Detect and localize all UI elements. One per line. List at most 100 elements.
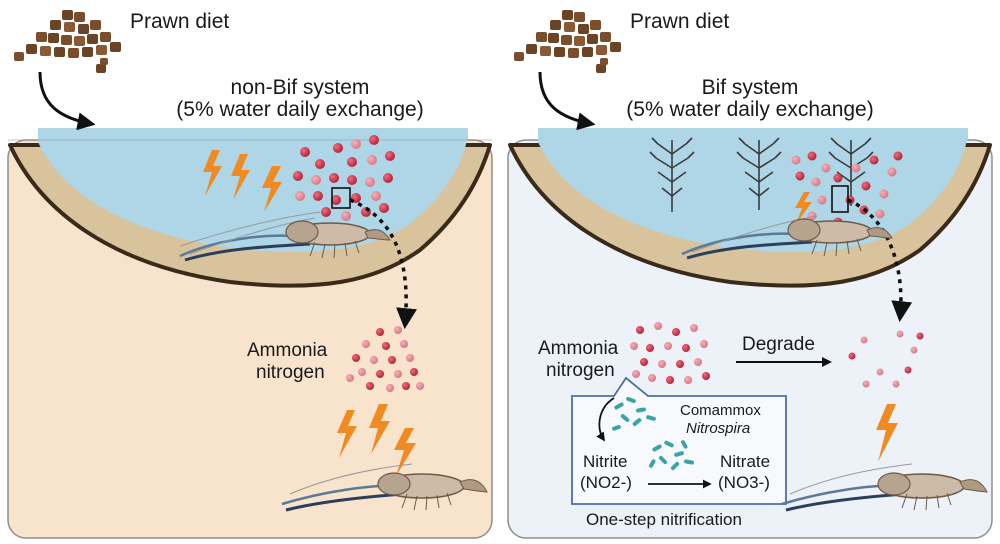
nitrification-box: [571, 376, 787, 505]
left-pond-shrimp: [179, 211, 391, 262]
ammonia-dot: [848, 352, 856, 360]
right-ammonia-label-line1: Ammonia: [538, 338, 619, 359]
ammonia-dot: [862, 380, 870, 388]
ammonia-dot: [370, 356, 378, 364]
ammonia-dot: [371, 191, 381, 201]
ammonia-dot: [300, 147, 310, 157]
ammonia-dot: [807, 211, 817, 221]
ammonia-dot: [896, 330, 904, 338]
left-pond-ammonia-dots: [293, 135, 395, 221]
right-ammonia-cluster: [630, 322, 710, 384]
ammonia-dot: [402, 382, 410, 390]
left-lower-shrimp: [281, 463, 488, 512]
ammonia-dot: [331, 195, 341, 205]
ammonia-dot: [869, 155, 879, 165]
ammonia-dot: [365, 177, 375, 187]
ammonia-dot: [382, 342, 390, 350]
right-ammonia-label-line2: nitrogen: [546, 360, 615, 381]
bacteria-label-line1: Comammox: [680, 402, 761, 419]
right-magnifier-box: [831, 185, 849, 213]
ammonia-dot: [791, 155, 801, 165]
left-pond-water: [38, 135, 468, 252]
ammonia-dot: [351, 139, 361, 149]
ammonia-dot: [676, 360, 684, 368]
ammonia-dot: [358, 368, 366, 376]
ammonia-dot: [690, 324, 698, 332]
right-pond-ammonia-dots: [791, 151, 903, 227]
ammonia-dot: [807, 151, 817, 161]
ammonia-dot: [833, 173, 843, 183]
ammonia-dot: [410, 368, 418, 376]
ammonia-dot: [860, 336, 868, 344]
ammonia-dot: [321, 207, 331, 217]
right-feed-label: Prawn diet: [630, 10, 730, 33]
left-lower-lightning: [337, 404, 416, 476]
left-system-subtitle: (5% water daily exchange): [176, 98, 424, 121]
left-ammonia-label-line1: Ammonia: [247, 340, 328, 361]
ammonia-dot: [904, 366, 912, 374]
ammonia-dot: [682, 344, 690, 352]
ammonia-dot: [648, 374, 656, 382]
ammonia-dot: [646, 344, 654, 352]
left-feed-label: Prawn diet: [130, 10, 230, 33]
left-feed-arrow: [38, 71, 96, 131]
ammonia-dot: [700, 340, 708, 348]
ammonia-dot: [658, 360, 666, 368]
ammonia-dot: [666, 376, 674, 384]
ammonia-dot: [821, 163, 831, 173]
right-pond-shrimp: [681, 215, 893, 260]
ammonia-dot: [341, 211, 351, 221]
ammonia-dot: [636, 326, 644, 334]
ammonia-dot: [684, 376, 692, 384]
ammonia-dot: [875, 209, 885, 219]
ammonia-dot: [400, 340, 408, 348]
right-pond-water: [538, 135, 968, 252]
degrade-label: Degrade: [742, 334, 815, 355]
ammonia-dot: [664, 342, 672, 350]
ammonia-dot: [887, 167, 897, 177]
right-biofilm-strands: [649, 137, 874, 212]
ammonia-dot: [329, 173, 339, 183]
ammonia-dot: [376, 370, 384, 378]
ammonia-dot: [369, 135, 379, 145]
ammonia-dot: [654, 322, 662, 330]
ammonia-dot: [383, 173, 393, 183]
ammonia-dot: [406, 354, 414, 362]
ammonia-dot: [879, 189, 889, 199]
ammonia-dot: [861, 181, 871, 191]
nitrate-label: Nitrate: [720, 452, 771, 471]
ammonia-dot: [366, 382, 374, 390]
ammonia-dot: [347, 157, 357, 167]
right-panel: [507, 10, 993, 539]
ammonia-dot: [293, 171, 303, 181]
right-dotted-arrow: [847, 198, 913, 323]
nitrite-formula: (NO2-): [580, 473, 632, 492]
ammonia-dot: [315, 159, 325, 169]
ammonia-dot: [892, 380, 900, 388]
ammonia-dot: [388, 356, 396, 364]
ammonia-dot: [672, 328, 680, 336]
ammonia-dot: [333, 143, 343, 153]
right-pond-lightning: [795, 192, 812, 224]
ammonia-dot: [362, 340, 370, 348]
ammonia-to-nitrite-arrow: [596, 397, 615, 442]
nitrate-formula: (NO3-): [718, 473, 770, 492]
left-lightning-bolts: [203, 150, 282, 212]
ammonia-dot: [851, 163, 861, 173]
right-lower-shrimp: [781, 463, 988, 512]
ammonia-dot: [916, 332, 924, 340]
right-system-subtitle: (5% water daily exchange): [626, 98, 874, 121]
ammonia-dot: [702, 372, 710, 380]
ammonia-dot: [367, 155, 377, 165]
ammonia-dot: [385, 151, 395, 161]
left-panel: [7, 10, 493, 539]
ammonia-dot: [346, 374, 354, 382]
left-system-title: non-Bif system: [230, 76, 370, 99]
ammonia-dot: [876, 368, 884, 376]
ammonia-dot: [394, 326, 402, 334]
ammonia-dot: [630, 342, 638, 350]
ammonia-dot: [632, 370, 640, 378]
ammonia-dot: [694, 358, 702, 366]
ammonia-dot: [394, 370, 402, 378]
right-feed-arrow: [538, 71, 596, 131]
